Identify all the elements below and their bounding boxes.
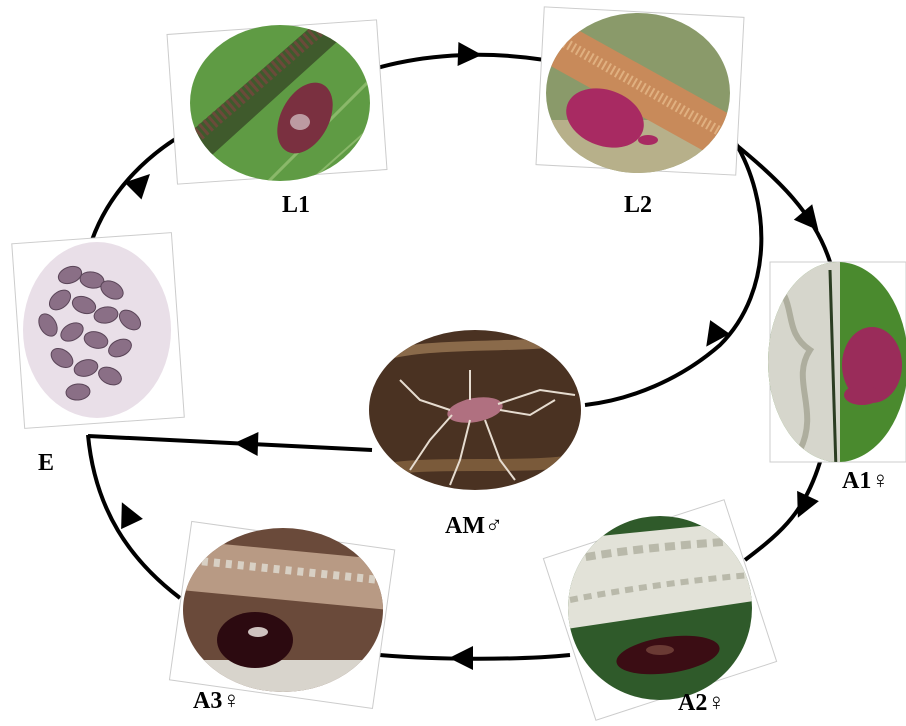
photo-a3 [169,521,394,708]
arrowhead-l1-l2 [458,42,483,67]
photo-l2 [536,7,744,180]
photo-l1 [167,10,390,190]
stage-label-l2-text: L2 [624,192,652,218]
photo-a2 [543,500,776,720]
arc-l2-to-am [585,142,761,405]
arrowhead-e-l1 [125,166,159,200]
stage-label-a1-text: A1 [842,468,871,494]
photo-e [12,233,185,429]
female-symbol: ♀ [707,690,725,716]
male-symbol: ♂ [485,513,503,539]
female-symbol: ♀ [222,688,240,714]
arc-a1-to-a2 [745,462,820,560]
photo-a1 [760,260,906,470]
stage-label-a2: A2♀ [678,690,725,717]
stage-label-l2: L2 [624,192,652,219]
arc-l1-to-l2 [370,55,545,70]
stage-label-l1-text: L1 [282,192,310,218]
stage-label-a3: A3♀ [193,688,240,715]
stage-label-am-text: AM [445,513,485,539]
stage-label-am: AM♂ [445,513,503,540]
stage-label-a2-text: A2 [678,690,707,716]
arc-a2-to-a3 [380,655,570,659]
arrowhead-a2-a3 [449,646,473,670]
stage-label-a3-text: A3 [193,688,222,714]
line-am-to-e [88,436,372,450]
arrowhead-l2-a1 [794,204,828,238]
arrowhead-am-e [234,431,259,456]
stage-label-l1: L1 [282,192,310,219]
stage-label-a1: A1♀ [842,468,889,495]
photo-am [365,330,585,495]
stage-label-e-text: E [38,450,54,476]
female-symbol: ♀ [871,468,889,494]
stage-label-e: E [38,450,54,477]
